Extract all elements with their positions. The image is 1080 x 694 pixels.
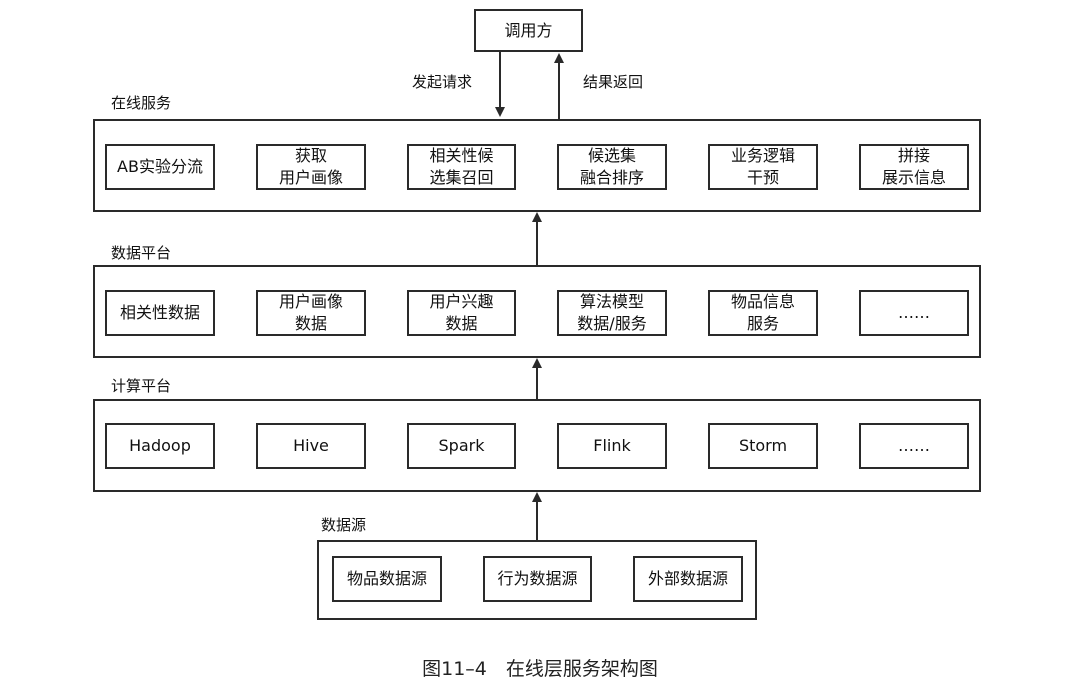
compute-platform-panel: [93, 399, 981, 492]
compute-item-more: ……: [859, 423, 969, 469]
result-label: 结果返回: [583, 73, 644, 91]
data-item-model: 算法模型 数据/服务: [557, 290, 667, 336]
online-step-ab-split: AB实验分流: [105, 144, 215, 190]
online-step-rank: 候选集 融合排序: [557, 144, 667, 190]
source-item-external: 外部数据源: [633, 556, 743, 602]
source-item-item: 物品数据源: [332, 556, 442, 602]
caller-label: 调用方: [504, 20, 553, 40]
data-item-user-profile: 用户画像 数据: [256, 290, 366, 336]
compute-item-spark: Spark: [407, 423, 516, 469]
source-item-behavior: 行为数据源: [483, 556, 592, 602]
data-source-title: 数据源: [321, 516, 367, 534]
data-item-user-interest: 用户兴趣 数据: [407, 290, 516, 336]
data-item-item-info: 物品信息 服务: [708, 290, 818, 336]
compute-item-flink: Flink: [557, 423, 667, 469]
request-label: 发起请求: [412, 73, 473, 91]
online-step-user-profile: 获取 用户画像: [256, 144, 366, 190]
online-layer-panel: [93, 119, 981, 212]
data-item-more: ……: [859, 290, 969, 336]
caller-box: 调用方: [474, 9, 583, 52]
online-step-recall: 相关性候 选集召回: [407, 144, 516, 190]
figure-caption: 图11–4 在线层服务架构图: [422, 658, 658, 680]
data-platform-title: 数据平台: [111, 244, 172, 262]
compute-item-storm: Storm: [708, 423, 818, 469]
compute-item-hive: Hive: [256, 423, 366, 469]
online-step-business-logic: 业务逻辑 干预: [708, 144, 818, 190]
online-step-display: 拼接 展示信息: [859, 144, 969, 190]
compute-item-hadoop: Hadoop: [105, 423, 215, 469]
data-platform-panel: [93, 265, 981, 358]
data-item-relevance: 相关性数据: [105, 290, 215, 336]
compute-platform-title: 计算平台: [111, 377, 172, 395]
online-layer-title: 在线服务: [111, 94, 172, 112]
